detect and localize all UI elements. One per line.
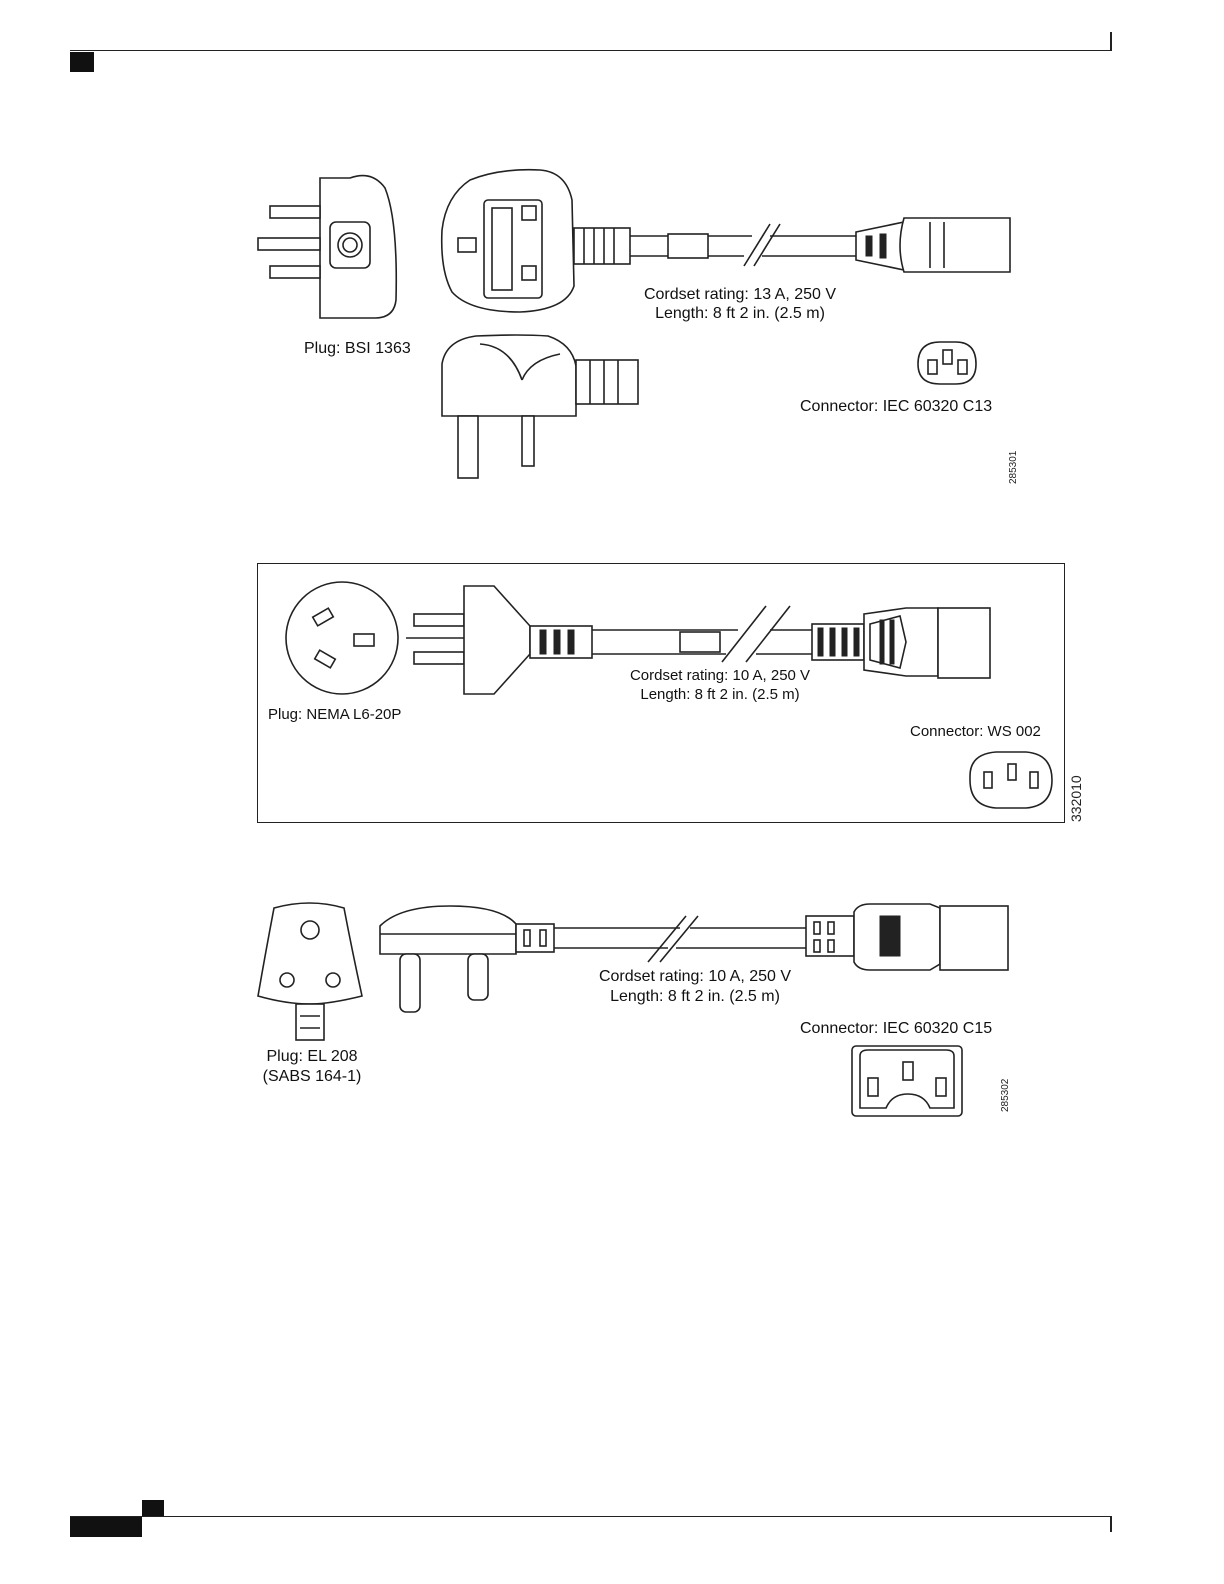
footer-tick xyxy=(1110,1516,1112,1532)
bsi-plug-side xyxy=(441,334,639,479)
el208-length: Length: 8 ft 2 in. (2.5 m) xyxy=(610,988,780,1005)
bsi-length: Length: 8 ft 2 in. (2.5 m) xyxy=(655,305,825,322)
bsi-plug-label: Plug: BSI 1363 xyxy=(304,340,411,357)
c13-face xyxy=(917,341,977,385)
c15-face xyxy=(851,1045,963,1117)
el208-connector xyxy=(805,903,1009,971)
header-rule xyxy=(70,50,1112,51)
el208-plug-label-line1: Plug: EL 208 xyxy=(266,1048,358,1065)
bsi-plug-body xyxy=(440,168,1011,313)
el208-plug-profile xyxy=(379,905,806,1013)
header-tick xyxy=(1110,32,1112,51)
c13-connector-label: Connector: IEC 60320 C13 xyxy=(800,398,993,415)
el208-rating: Cordset rating: 10 A, 250 V xyxy=(598,968,792,985)
bsi-rating: Cordset rating: 13 A, 250 V xyxy=(643,286,837,303)
bsi-1363-illustration xyxy=(257,168,1011,479)
el208-plug-face xyxy=(257,902,363,1041)
footer-rule xyxy=(70,1516,1112,1517)
footer-marker-small xyxy=(142,1500,164,1516)
figure-id-332010: 332010 xyxy=(1068,775,1084,822)
header-marker xyxy=(70,52,94,72)
figure-nema-l6-20p xyxy=(257,563,1065,823)
el208-plug-label-line2: (SABS 164-1) xyxy=(262,1068,362,1085)
bsi-plug-face xyxy=(257,174,398,319)
figure-id-285302: 285302 xyxy=(1000,1078,1011,1112)
c15-connector-label: Connector: IEC 60320 C15 xyxy=(800,1020,993,1037)
footer-marker-bar xyxy=(70,1517,142,1537)
figure-bsi-1363: Plug: BSI 1363 Cordset rating: 13 A, 250… xyxy=(0,0,1224,500)
figure-id-285301: 285301 xyxy=(1008,450,1019,484)
